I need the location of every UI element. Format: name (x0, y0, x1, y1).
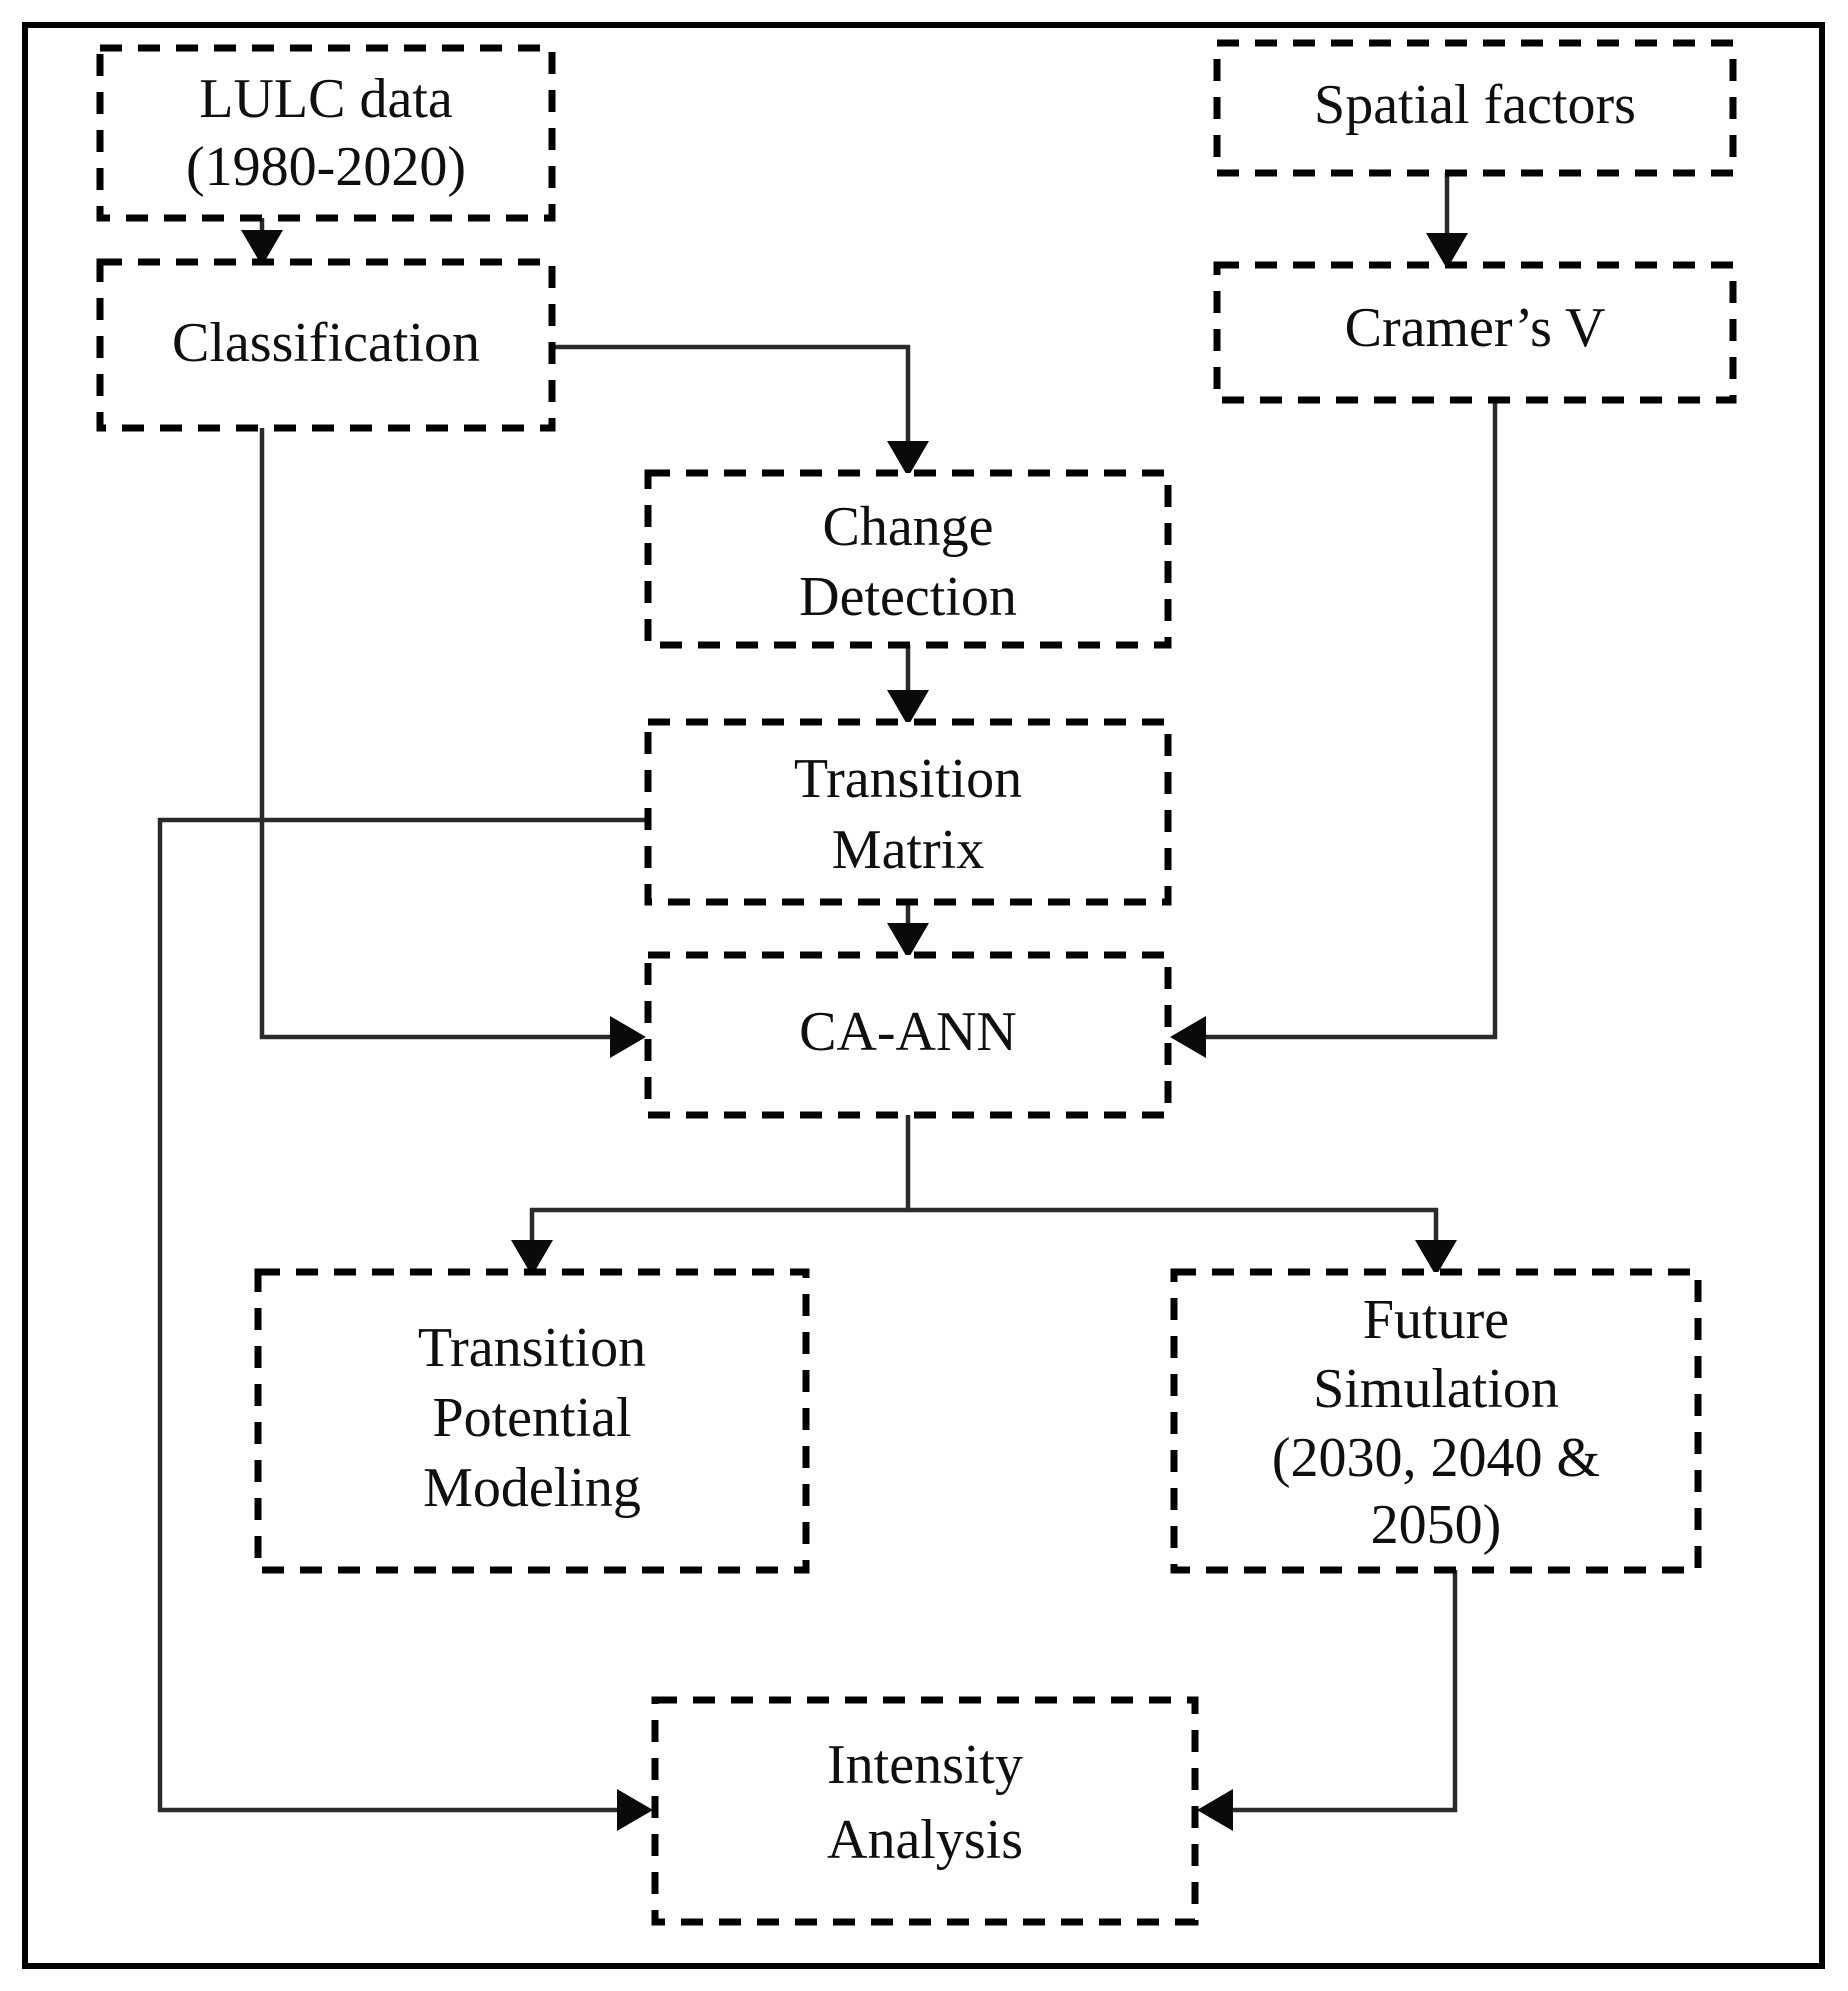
node-ca-ann-line-0: CA-ANN (799, 1001, 1017, 1063)
node-spatial-factors-line-0: Spatial factors (1314, 74, 1636, 136)
edge-cramers-to-caann (1170, 400, 1498, 1058)
node-tpm-line-0: Transition (418, 1317, 646, 1379)
node-transition-matrix-line-1: Matrix (832, 819, 984, 881)
edge-future-to-intensity (1197, 1570, 1458, 1831)
edge-lulc-to-classification (241, 218, 283, 266)
node-future-simulation[interactable]: Future Simulation (2030, 2040 & 2050) (1170, 1268, 1702, 1574)
node-change-detection-line-1: Detection (799, 566, 1017, 628)
connector-layer (157, 173, 1498, 1831)
node-cramers-v[interactable]: Cramer’s V (1213, 261, 1737, 404)
node-change-detection-line-0: Change (822, 496, 993, 558)
edge-classification-to-caann (259, 428, 646, 1058)
node-transition-matrix-line-0: Transition (794, 748, 1022, 810)
node-lulc-data-line-1: (1980-2020) (186, 136, 466, 198)
edge-caann-to-future (908, 1207, 1457, 1276)
edge-matrix-to-intensity (157, 817, 653, 1831)
node-change-detection[interactable]: Change Detection (644, 469, 1172, 649)
node-cramers-v-line-0: Cramer’s V (1345, 297, 1606, 359)
node-intensity-analysis-line-1: Analysis (827, 1809, 1023, 1871)
node-ca-ann[interactable]: CA-ANN (644, 951, 1172, 1119)
node-tpm-line-1: Potential (432, 1387, 631, 1449)
node-lulc-data[interactable]: LULC data (1980-2020) (96, 44, 556, 222)
node-classification[interactable]: Classification (96, 258, 556, 432)
node-intensity-analysis-line-0: Intensity (827, 1734, 1023, 1796)
node-tpm-line-2: Modeling (423, 1457, 641, 1519)
node-future-simulation-line-3: 2050) (1371, 1494, 1502, 1556)
node-future-simulation-line-0: Future (1363, 1289, 1509, 1351)
edge-caann-to-tpm (511, 1115, 911, 1276)
edge-matrix-to-caann (887, 902, 929, 959)
node-classification-line-0: Classification (172, 312, 480, 374)
node-spatial-factors[interactable]: Spatial factors (1213, 39, 1737, 177)
node-intensity-analysis[interactable]: Intensity Analysis (651, 1696, 1199, 1926)
node-future-simulation-line-1: Simulation (1313, 1358, 1559, 1420)
node-transition-potential-modeling[interactable]: Transition Potential Modeling (254, 1268, 810, 1574)
edge-change-to-matrix (887, 645, 929, 726)
node-transition-matrix[interactable]: Transition Matrix (644, 718, 1172, 906)
node-future-simulation-line-2: (2030, 2040 & (1272, 1427, 1600, 1489)
edge-spatial-to-cramers (1426, 173, 1468, 269)
edge-classification-to-change (552, 344, 929, 477)
node-lulc-data-line-0: LULC data (199, 68, 453, 130)
